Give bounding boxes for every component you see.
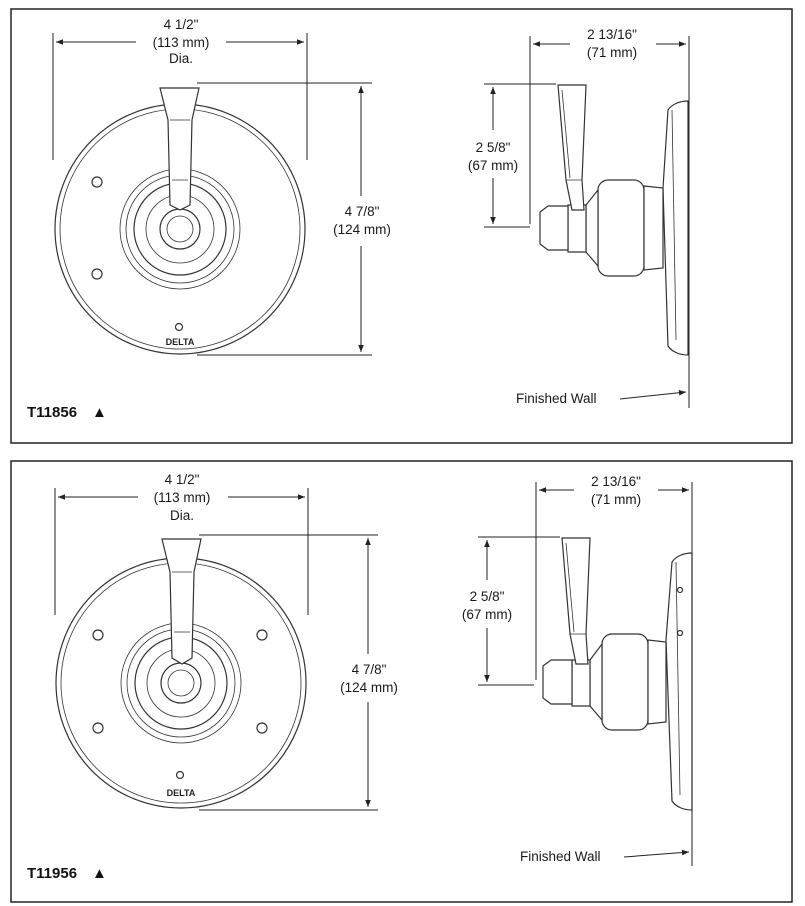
finished-wall-arrow: [623, 849, 690, 858]
screw-icon: [256, 722, 268, 734]
side-depth-dimension: 2 13/16" (71 mm): [529, 27, 690, 408]
side-height-imperial: 2 5/8": [470, 589, 505, 604]
model-mark: ▲: [92, 865, 107, 882]
side-depth-metric: (71 mm): [587, 45, 637, 60]
side-height-metric: (67 mm): [468, 158, 518, 173]
handle-hub: [160, 662, 202, 704]
lever-side: [557, 84, 587, 211]
front-width-imperial: 4 1/2": [164, 17, 199, 32]
side-depth-imperial: 2 13/16": [591, 474, 641, 489]
diagram-bottom: DELTA 4 1/2" (113 mm) Dia. 4 7/8" (124 m…: [27, 472, 693, 882]
front-view: DELTA: [55, 538, 307, 809]
lever-handle: [159, 87, 200, 211]
handle-knob: [539, 205, 569, 251]
front-height-imperial: 4 7/8": [352, 662, 387, 677]
logo-mark: [175, 770, 185, 780]
model-number: T11956: [27, 865, 77, 882]
logo-mark: [174, 322, 184, 332]
front-height-metric: (124 mm): [340, 680, 398, 695]
finished-wall-label: Finished Wall: [516, 391, 597, 406]
lever-handle: [161, 538, 202, 665]
side-view: [539, 84, 689, 356]
lever-side: [561, 537, 591, 665]
front-view: DELTA: [54, 87, 306, 355]
panel-top-frame: [10, 8, 793, 444]
screw-icon: [91, 176, 103, 188]
front-height-dimension: 4 7/8" (124 mm): [197, 82, 391, 356]
escutcheon-side: [662, 100, 689, 356]
handle-knob: [542, 659, 573, 705]
finished-wall-label: Finished Wall: [520, 849, 601, 864]
cartridge-housing: [597, 179, 645, 277]
screw-icon: [256, 629, 268, 641]
front-width-metric: (113 mm): [154, 490, 211, 505]
panel-bottom-frame: [10, 460, 793, 903]
side-height-dimension: 2 5/8" (67 mm): [468, 83, 556, 228]
front-width-note: Dia.: [169, 51, 193, 66]
front-width-note: Dia.: [170, 508, 194, 523]
diagram-top: DELTA 4 1/2" (113 mm) Dia. 4 7/8" (124 m…: [27, 17, 690, 421]
side-depth-metric: (71 mm): [591, 492, 641, 507]
screw-icon: [91, 268, 103, 280]
finished-wall-arrow: [619, 389, 687, 400]
cartridge-housing: [601, 633, 649, 731]
front-height-metric: (124 mm): [333, 222, 391, 237]
model-mark: ▲: [92, 404, 107, 421]
screw-icon: [92, 629, 104, 641]
model-number: T11856: [27, 404, 77, 421]
handle-hub: [159, 208, 201, 250]
side-height-imperial: 2 5/8": [476, 140, 511, 155]
side-depth-dimension: 2 13/16" (71 mm): [535, 474, 693, 866]
front-width-metric: (113 mm): [153, 35, 210, 50]
front-height-imperial: 4 7/8": [345, 204, 380, 219]
front-height-dimension: 4 7/8" (124 mm): [199, 534, 398, 811]
side-height-metric: (67 mm): [462, 607, 512, 622]
side-view: [542, 537, 693, 811]
side-height-dimension: 2 5/8" (67 mm): [462, 536, 560, 686]
front-width-dimension: 4 1/2" (113 mm) Dia.: [52, 17, 308, 160]
brand-logo: DELTA: [166, 337, 195, 347]
screw-icon: [92, 722, 104, 734]
brand-logo: DELTA: [167, 788, 196, 798]
side-depth-imperial: 2 13/16": [587, 27, 637, 42]
front-width-dimension: 4 1/2" (113 mm) Dia.: [54, 472, 309, 615]
front-width-imperial: 4 1/2": [165, 472, 200, 487]
